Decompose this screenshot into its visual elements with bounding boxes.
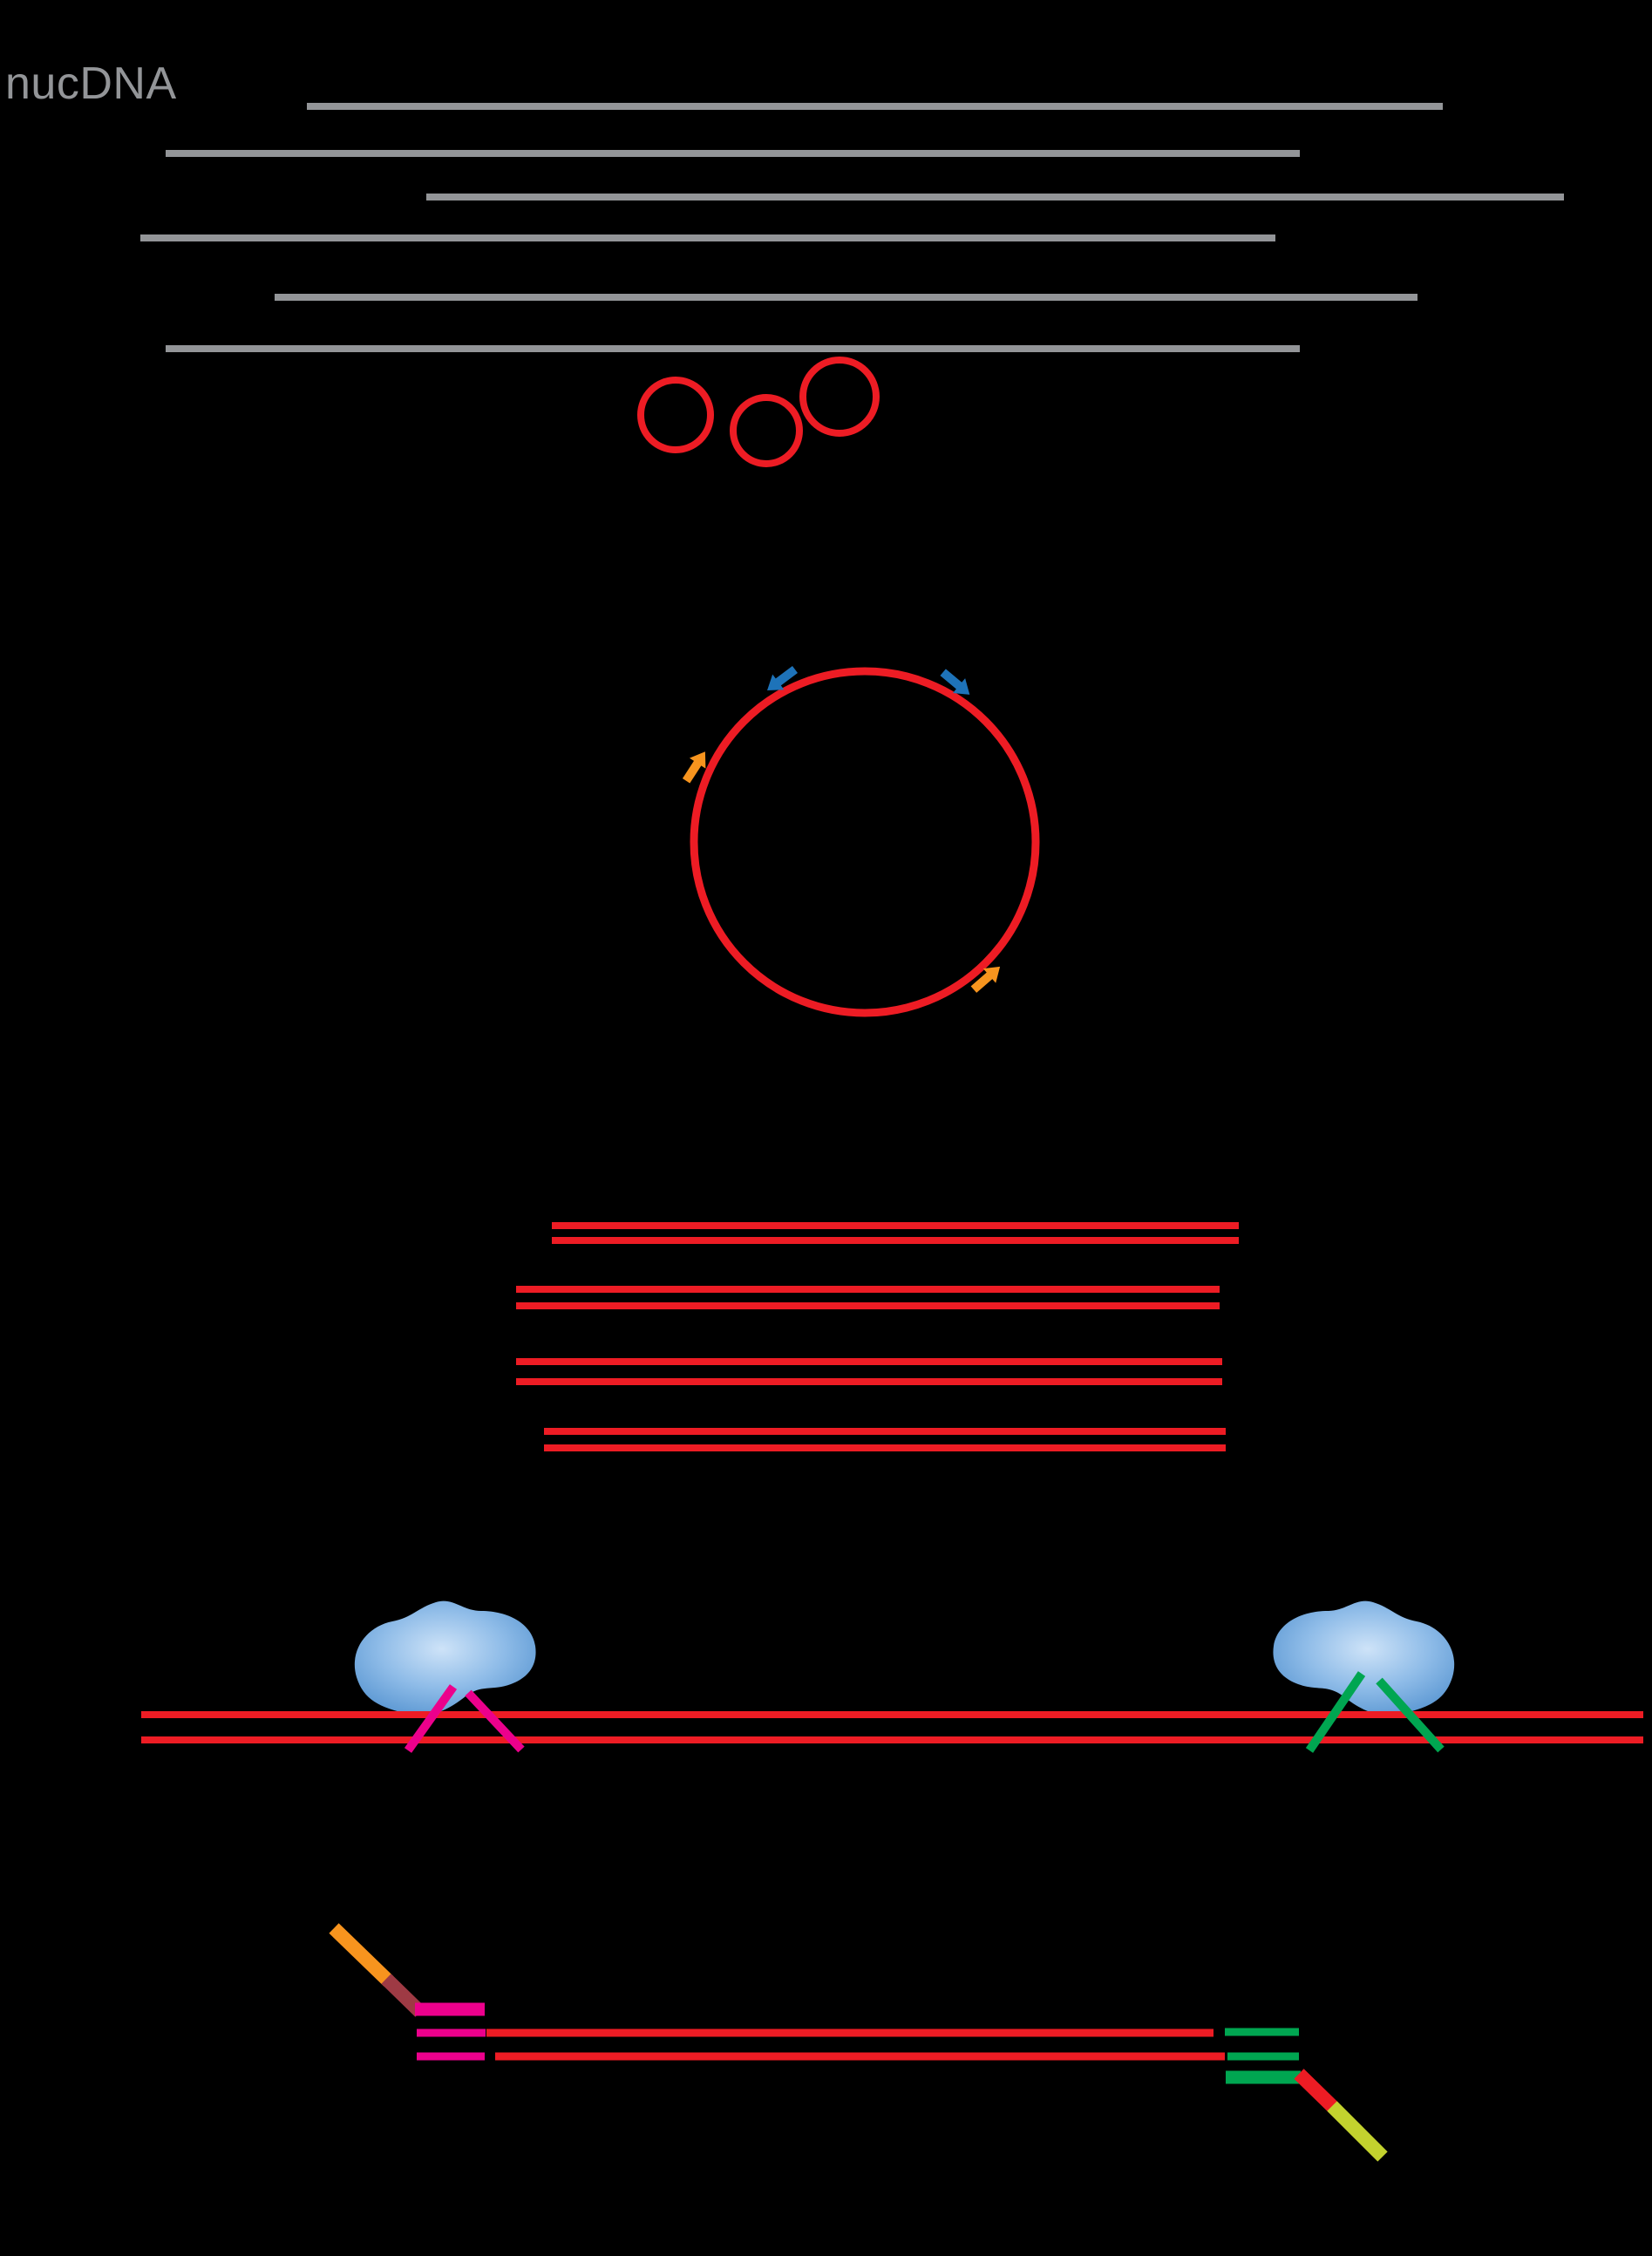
annealed-primers-group [404, 1671, 1445, 1753]
primer-arrow-orange-bottom [970, 966, 1001, 993]
polymerase-right-primer [1376, 1677, 1445, 1753]
polymerase-left-primer [465, 1689, 525, 1753]
mtdna-genome-circle [690, 667, 1040, 1017]
mtdna-circle [799, 357, 880, 437]
library-molecule-group [329, 1923, 1388, 2162]
template-strands-group [141, 1711, 1643, 1743]
mtdna-plasmid-group [682, 665, 1040, 1017]
p7-tail-red [1294, 2069, 1339, 2113]
nucdna-fragments-group [140, 103, 1564, 352]
nucdna-label: nucDNA [5, 58, 177, 109]
primer-arrow-orange-left [682, 751, 706, 784]
mtdna-circle [637, 377, 714, 453]
polymerase-left [354, 1600, 536, 1716]
primer-arrow-blue-left [767, 665, 798, 691]
mtdna-circles-group [637, 357, 880, 467]
pcr-amplicons-group [516, 1222, 1239, 1451]
polymerase-right [1273, 1600, 1455, 1716]
polymerase-right-primer [1305, 1671, 1366, 1753]
p7-tail-yellow [1327, 2101, 1388, 2162]
mtdna-circle [730, 394, 803, 467]
p5-tail-maroon [381, 1974, 425, 2017]
primer-arrow-blue-right [940, 669, 970, 695]
polymerase-left-primer [404, 1684, 458, 1753]
polymerases-group [354, 1600, 1455, 1716]
p5-tail-orange [329, 1923, 394, 1987]
